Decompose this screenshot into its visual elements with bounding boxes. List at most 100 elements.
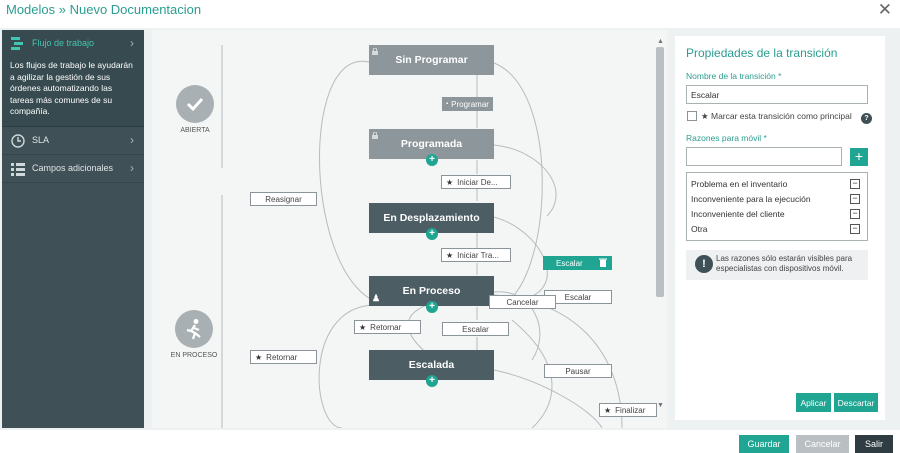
help-icon[interactable]: ? (861, 113, 872, 124)
discard-button[interactable]: Descartar (834, 393, 878, 412)
exclamation-icon: ! (695, 255, 713, 273)
sidebar-item-label: SLA (32, 135, 50, 145)
star-icon: ★ (446, 177, 454, 187)
list-item: Otra − (691, 222, 863, 237)
transition-programar[interactable]: ▪ Programar (442, 97, 493, 111)
transition-label: Finalizar (615, 405, 646, 415)
remove-icon[interactable]: − (850, 179, 860, 189)
sidebar-item-additional-fields[interactable]: Campos adicionales › (2, 155, 144, 183)
transition-cancelar[interactable]: Cancelar (489, 295, 556, 309)
chevron-right-icon: › (130, 36, 134, 50)
transition-escalar-3[interactable]: Escalar (442, 322, 509, 336)
lock-icon: ▪ (446, 101, 449, 107)
transition-properties-panel: Propiedades de la transición Nombre de l… (675, 36, 885, 420)
transition-name-label: Nombre de la transición * (686, 71, 782, 81)
add-transition-icon[interactable]: + (426, 228, 438, 240)
sidebar: Flujo de trabajo › Los flujos de trabajo… (2, 30, 144, 428)
main-area: Flujo de trabajo › Los flujos de trabajo… (0, 28, 900, 430)
transition-label: Reasignar (265, 194, 302, 204)
cancel-button[interactable]: Cancelar (796, 435, 849, 453)
transition-escalar-selected[interactable]: Escalar (543, 256, 612, 270)
transition-iniciar-trabajo[interactable]: ★ Iniciar Tra... (441, 248, 511, 262)
sidebar-item-label: Campos adicionales (32, 163, 114, 173)
star-icon: ★ (701, 111, 709, 121)
user-icon: ♟ (372, 293, 381, 303)
transition-label: Retornar (266, 352, 298, 362)
save-button[interactable]: Guardar (739, 435, 789, 453)
state-label: En Proceso (402, 285, 461, 297)
runner-icon (175, 310, 213, 348)
add-transition-icon[interactable]: + (426, 301, 438, 313)
state-en-proceso[interactable]: ♟ En Proceso + (369, 276, 494, 313)
reason-input[interactable] (686, 147, 842, 166)
star-icon: ★ (604, 405, 612, 415)
window-title: Modelos » Nuevo Documentacion (6, 2, 202, 17)
add-transition-icon[interactable]: + (426, 375, 438, 387)
star-icon: ★ (446, 250, 454, 260)
workflow-icon (11, 37, 23, 50)
phase-label: EN PROCESO (170, 352, 218, 359)
star-icon: ★ (255, 352, 263, 362)
transition-name-input[interactable] (686, 85, 868, 104)
remove-icon[interactable]: − (850, 224, 860, 234)
phase-in-progress: EN PROCESO (164, 310, 224, 359)
lock-icon (372, 132, 378, 139)
list-item: Inconveniente para la ejecución − (691, 192, 863, 207)
title-bar: Modelos » Nuevo Documentacion ✕ (0, 0, 900, 22)
reasons-list: Problema en el inventario − Inconvenient… (686, 172, 868, 241)
info-note: ! Las razones sólo estarán visibles para… (686, 250, 868, 280)
scroll-up-arrow-icon[interactable]: ▲ (657, 38, 664, 45)
transition-label: Pausar (565, 366, 591, 376)
transition-reasignar[interactable]: Reasignar (250, 192, 317, 206)
check-icon (176, 85, 214, 123)
star-icon: ★ (359, 322, 367, 332)
lock-icon (372, 48, 378, 55)
phase-open: ABIERTA (165, 85, 225, 134)
reasons-label: Razones para móvil * (686, 133, 767, 143)
canvas-scrollbar[interactable] (656, 47, 664, 297)
transition-label: Programar (451, 99, 489, 109)
transition-label: Cancelar (506, 297, 539, 307)
add-reason-button[interactable]: + (850, 148, 868, 166)
sidebar-item-label: Flujo de trabajo (32, 38, 95, 48)
panel-title: Propiedades de la transición (686, 46, 838, 60)
workflow-canvas[interactable]: ▲ ▼ ABIERTA EN PROCESO Sin Programar ▪ P (152, 30, 667, 428)
list-item: Inconveniente del cliente − (691, 207, 863, 222)
apply-button[interactable]: Aplicar (796, 393, 831, 412)
state-programada[interactable]: Programada + (369, 129, 494, 166)
transition-pausar[interactable]: Pausar (544, 364, 612, 378)
sidebar-item-workflow[interactable]: Flujo de trabajo › (2, 30, 144, 56)
transition-label: Retornar (370, 322, 402, 332)
transition-iniciar-desplazamiento[interactable]: ★ Iniciar De... (441, 175, 511, 189)
list-icon (11, 162, 25, 176)
add-transition-icon[interactable]: + (426, 154, 438, 166)
remove-icon[interactable]: − (850, 209, 860, 219)
state-sin-programar[interactable]: Sin Programar (369, 45, 494, 75)
phase-label: ABIERTA (180, 127, 210, 134)
remove-icon[interactable]: − (850, 194, 860, 204)
main-transition-checkbox-label: ★ Marcar esta transición como principal (701, 111, 852, 121)
trash-icon[interactable] (599, 258, 607, 267)
exit-button[interactable]: Salir (855, 435, 893, 453)
state-en-desplazamiento[interactable]: En Desplazamiento + (369, 203, 494, 240)
transition-label: Iniciar De... (457, 177, 498, 187)
transition-retornar[interactable]: ★ Retornar (354, 320, 421, 334)
transition-finalizar[interactable]: ★ Finalizar (599, 403, 657, 417)
close-icon[interactable]: ✕ (877, 0, 892, 19)
state-label: Sin Programar (395, 54, 468, 66)
state-label: En Desplazamiento (383, 212, 480, 224)
list-item: Problema en el inventario − (691, 177, 863, 192)
sidebar-description: Los flujos de trabajo le ayudarán a agil… (2, 56, 144, 127)
transition-label: Escalar (556, 258, 583, 268)
scroll-down-arrow-icon[interactable]: ▼ (657, 402, 664, 409)
main-transition-checkbox[interactable] (687, 111, 697, 121)
state-label: Programada (400, 138, 463, 150)
sidebar-item-sla[interactable]: SLA › (2, 127, 144, 155)
transition-retornar-2[interactable]: ★ Retornar (250, 350, 317, 364)
state-escalada[interactable]: Escalada + (369, 350, 494, 387)
state-label: Escalada (408, 359, 455, 371)
chevron-right-icon: › (130, 132, 134, 147)
chevron-right-icon: › (130, 160, 134, 175)
clock-icon (11, 133, 25, 148)
transition-label: Escalar (564, 292, 592, 302)
